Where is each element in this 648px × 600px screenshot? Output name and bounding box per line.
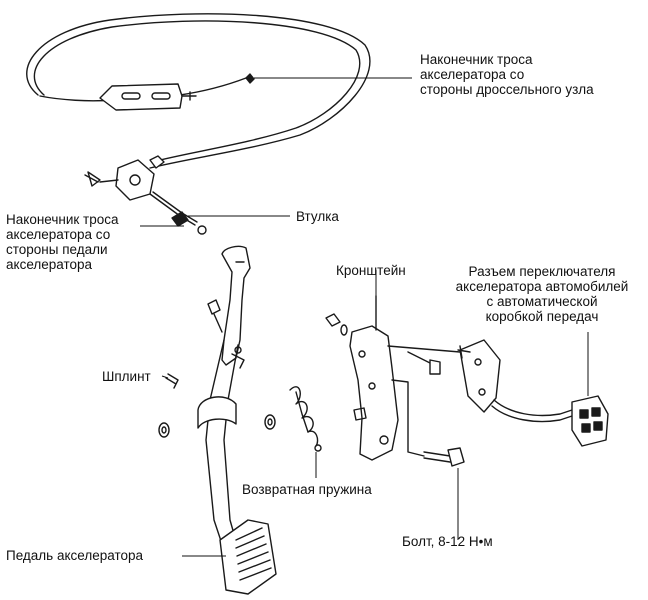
accelerator-cable <box>26 13 371 169</box>
leader-cotter-pin <box>161 375 169 379</box>
label-bolt: Болт, 8-12 Н•м <box>402 534 493 549</box>
accelerator-switch <box>387 339 501 413</box>
label-line: коробкой передач <box>485 309 599 324</box>
label-line: Шплинт <box>102 369 151 384</box>
label-line: акселератора со <box>420 67 525 82</box>
label-line: Втулка <box>296 209 339 224</box>
switch-harness <box>491 399 573 423</box>
label-line: стороны педали <box>6 242 108 257</box>
label-accelerator-pedal: Педаль акселератора <box>6 548 143 563</box>
label-bracket: Кронштейн <box>336 263 406 278</box>
pedal-pivot-bolt <box>207 299 223 333</box>
label-line: Разъем переключателя <box>468 264 616 279</box>
label-line: акселератора <box>6 257 93 272</box>
left-washer <box>158 422 170 438</box>
switch-connector <box>571 395 609 447</box>
label-return-spring: Возвратная пружина <box>242 482 372 497</box>
bracket-nut-and-washer <box>325 313 348 336</box>
right-washer <box>264 414 276 430</box>
label-throttle-side-cable-end: Наконечник троса акселератора со стороны… <box>420 52 594 97</box>
label-line: Наконечник троса <box>420 52 533 67</box>
throttle-side-cable-end <box>245 73 255 84</box>
bracket-screw <box>407 351 441 375</box>
label-pedal-side-cable-end: Наконечник троса акселератора со стороны… <box>6 212 118 272</box>
bushing <box>171 211 189 227</box>
cable-mounting-plate <box>99 83 197 111</box>
label-line: акселератора автомобилей <box>455 279 629 294</box>
label-line: Болт, 8-12 Н•м <box>402 534 493 549</box>
label-line: Кронштейн <box>336 263 406 278</box>
leader-lines <box>140 77 589 557</box>
accelerator-pedal-pad <box>219 519 277 595</box>
label-cotter-pin: Шплинт <box>102 369 151 384</box>
label-line: Педаль акселератора <box>6 548 143 563</box>
label-line: Наконечник троса <box>6 212 119 227</box>
label-switch-connector: Разъем переключателя акселератора автомо… <box>440 264 644 324</box>
label-line: акселератора со <box>6 227 111 242</box>
label-line: стороны дроссельного узла <box>420 82 594 97</box>
pedal-arm <box>197 245 251 551</box>
mounting-bolt <box>423 447 465 467</box>
cotter-pin <box>165 373 179 389</box>
label-line: с автоматической <box>486 294 598 309</box>
label-bushing: Втулка <box>296 209 339 224</box>
return-spring <box>289 386 322 452</box>
label-line: Возвратная пружина <box>242 482 372 497</box>
pedal-bracket <box>349 295 425 461</box>
